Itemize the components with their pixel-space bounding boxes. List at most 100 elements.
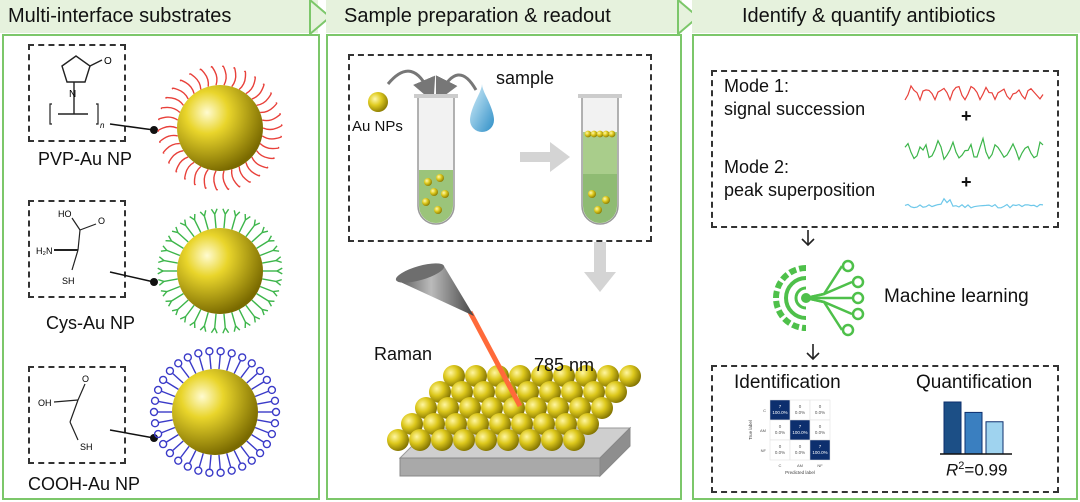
ligand-group	[157, 65, 283, 191]
cooh-label: COOH-Au NP	[28, 474, 141, 494]
cooh-molecule-box	[28, 366, 126, 464]
au-np	[577, 413, 599, 435]
ligand	[261, 135, 283, 140]
ligand	[189, 73, 202, 90]
quantification-bars	[940, 401, 1012, 455]
cys-sh-label: SH	[62, 276, 75, 286]
pvp-n-subscript: n	[100, 121, 105, 130]
ligand	[233, 450, 242, 464]
ligand	[193, 165, 202, 186]
mode1-title: Mode 1:	[724, 76, 790, 96]
cm-col-label: AM	[797, 463, 803, 468]
cm-cell-text: 0	[779, 424, 782, 429]
r2-label: R2=0.99	[946, 460, 1007, 481]
cooh-au-nanoparticle	[149, 347, 281, 477]
spectrum-line	[904, 197, 1044, 209]
cm-cell	[809, 439, 831, 461]
ligand	[203, 312, 209, 327]
header-arrow-1	[309, 0, 332, 37]
ligand	[161, 390, 176, 398]
quant-bar	[943, 401, 962, 455]
results-dashed-box	[711, 365, 1059, 493]
cm-cell-text: 0	[779, 444, 782, 449]
test-tube-1	[414, 94, 458, 225]
cm-cell-text: 0.0%	[815, 410, 825, 415]
cm-cell-text: 0.0%	[775, 450, 785, 455]
au-np-sphere	[368, 92, 388, 112]
cm-cell-text: 0	[799, 444, 802, 449]
ligand	[198, 453, 204, 468]
ligand	[172, 373, 184, 384]
pvp-n-label: N	[69, 89, 76, 100]
ligand	[166, 285, 181, 293]
sample-label: sample	[496, 68, 555, 88]
ligand	[166, 249, 181, 257]
r2-value: =0.99	[964, 460, 1008, 480]
ligand	[218, 454, 221, 469]
cm-ylabel: True label	[748, 420, 753, 440]
ligand	[245, 76, 256, 95]
ligand	[218, 355, 221, 370]
pvp-connector	[109, 123, 158, 134]
identification-label: Identification	[734, 372, 841, 393]
ligand	[198, 356, 204, 371]
ligand	[158, 134, 178, 143]
spectrum-line	[904, 136, 1044, 162]
pvp-o-label: O	[104, 56, 112, 67]
ligand	[255, 150, 275, 160]
raman-label: Raman	[374, 344, 433, 364]
ligand	[157, 125, 178, 132]
ligand	[262, 113, 282, 122]
au-np	[619, 365, 641, 387]
ligand	[203, 215, 209, 230]
cm-col-label: NF	[817, 463, 823, 468]
r2-symbol: R	[946, 460, 959, 480]
ligand	[245, 304, 255, 317]
prep-dashed-box	[348, 54, 652, 242]
panel-identify	[692, 34, 1078, 500]
ligand	[238, 309, 247, 323]
cm-cell-text: 7	[799, 424, 802, 429]
cm-cell-text: 0	[819, 424, 822, 429]
ligand	[262, 259, 277, 264]
ligand	[209, 355, 212, 370]
ligand	[158, 419, 173, 424]
ligand	[262, 124, 283, 131]
sample-droplet	[470, 84, 494, 132]
au-np	[563, 429, 585, 451]
ligand	[209, 454, 212, 469]
cys-au-nanoparticle	[157, 208, 283, 334]
ligand	[251, 156, 269, 169]
ligand	[246, 373, 258, 384]
au-np	[409, 429, 431, 451]
ligand	[179, 79, 195, 94]
ligand	[185, 304, 195, 317]
ligand	[185, 225, 195, 238]
ligand	[166, 434, 179, 443]
ligand	[160, 106, 181, 113]
cm-cell-text: 100.0%	[812, 450, 827, 455]
cooh-connector	[109, 429, 158, 442]
ligand	[226, 356, 232, 371]
cooh-sh-label: SH	[80, 442, 93, 452]
ligand	[231, 67, 237, 88]
ligand	[246, 440, 258, 451]
ligand	[256, 92, 272, 107]
ligand	[222, 170, 230, 191]
raman-scene	[387, 263, 641, 478]
curved-arrow-sample	[435, 73, 478, 103]
ligand	[254, 426, 269, 434]
ligand	[260, 102, 278, 114]
cooh-structure: O OH SH	[38, 374, 93, 452]
ligand	[226, 453, 232, 468]
ligand	[171, 240, 184, 249]
ligand	[210, 65, 218, 86]
gold-core	[177, 85, 263, 171]
cooh-o-label: O	[82, 374, 89, 384]
ligand	[158, 400, 173, 405]
cm-cell-text: 7	[819, 444, 822, 449]
au-np-array	[387, 365, 641, 451]
wavelength-label: 785 nm	[534, 355, 595, 375]
au-np	[605, 381, 627, 403]
pvp-molecule-box	[28, 44, 126, 142]
